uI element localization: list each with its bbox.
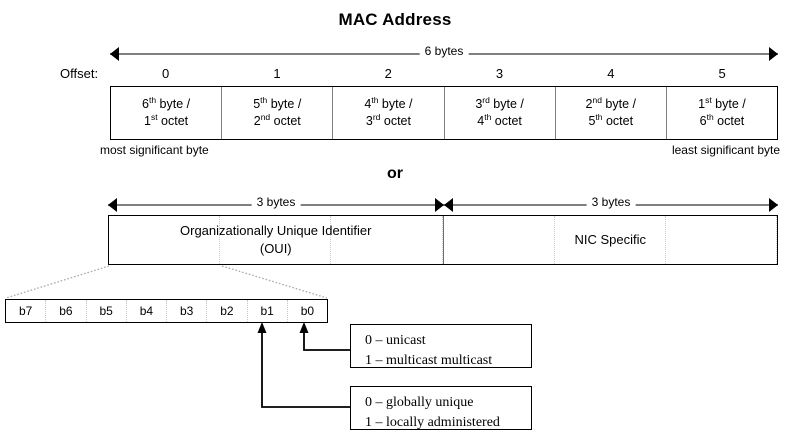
byte-cell-5: 1st byte / 6th octet (667, 87, 777, 139)
callout-unicast-line1: 0 – unicast (365, 333, 426, 348)
byte-cell-2-line2: 3rd octet (365, 111, 411, 128)
bit-cell-b1: b1 (248, 300, 288, 322)
mac-byte-table: 6th byte / 1st octet 5th byte / 2nd octe… (110, 86, 778, 140)
nic-byte-1 (555, 216, 666, 264)
arrow-head-left-icon (444, 198, 453, 212)
first-octet-bit-table: b7 b6 b5 b4 b3 b2 b1 b0 (5, 299, 328, 323)
arrow-head-right-icon (769, 198, 778, 212)
byte-cell-4-line2: 5th octet (588, 111, 634, 128)
arrow-head-b0-icon (299, 322, 309, 333)
arrow-head-right-icon (435, 198, 444, 212)
byte-cell-4: 2nd byte / 5th octet (556, 87, 667, 139)
byte-cell-0: 6th byte / 1st octet (111, 87, 223, 139)
byte-cell-2-line1: 4th byte / (364, 94, 413, 111)
byte-cell-0-line1: 6th byte / (142, 94, 191, 111)
bit-cell-b5: b5 (87, 300, 127, 322)
nic-block: NIC Specific (444, 216, 778, 264)
oui-byte-2 (331, 216, 443, 264)
measure-label: 3 bytes (586, 195, 636, 209)
oui-nic-table: Organizationally Unique Identifier (OUI)… (108, 215, 778, 265)
measure-arrow-6-bytes: 6 bytes (110, 44, 778, 61)
arrow-head-left-icon (108, 198, 117, 212)
bit-cell-b7: b7 (6, 300, 47, 322)
byte-cell-4-line1: 2nd byte / (585, 94, 636, 111)
byte-cell-1-line2: 2nd octet (253, 111, 301, 128)
or-label: or (387, 165, 403, 182)
expansion-line-left (5, 265, 110, 299)
byte-cell-5-line1: 1st byte / (698, 94, 746, 111)
callout-unicast-line2: 1 – multicast multicast (365, 353, 493, 368)
byte-cell-3-line2: 4th octet (477, 111, 522, 128)
offset-label: Offset: (60, 66, 99, 81)
offset-value-2: 2 (384, 66, 392, 81)
bit-cell-b0: b0 (300, 304, 315, 318)
callout-globally-unique: 0 – globally unique 1 – locally administ… (350, 386, 532, 430)
most-significant-byte-label: most significant byte (100, 143, 209, 157)
oui-block: Organizationally Unique Identifier (OUI) (109, 216, 444, 264)
measure-label: 6 bytes (419, 44, 469, 58)
bit-cell-b2: b2 (207, 300, 248, 322)
byte-cell-3-line1: 3rd byte / (475, 94, 524, 111)
bit-cell-b4: b4 (127, 300, 167, 322)
arrow-head-right-icon (769, 47, 778, 61)
expansion-line-right (221, 265, 328, 299)
bit-cell-b3: b3 (167, 300, 208, 322)
byte-cell-2: 4th byte / 3rd octet (333, 87, 445, 139)
arrow-head-b1-icon (257, 322, 267, 333)
connector-b0 (303, 330, 350, 351)
callout-global-line2: 1 – locally administered (365, 415, 500, 430)
arrow-head-left-icon (110, 47, 119, 61)
offset-value-1: 1 (273, 66, 281, 81)
offset-value-0: 0 (162, 66, 170, 81)
byte-cell-1-line1: 5th byte / (253, 94, 302, 111)
byte-cell-1: 5th byte / 2nd octet (222, 87, 334, 139)
offset-value-4: 4 (607, 66, 615, 81)
connector-b1 (261, 330, 350, 408)
byte-cell-3: 3rd byte / 4th octet (445, 87, 556, 139)
oui-byte-1 (220, 216, 332, 264)
byte-cell-0-line2: 1st octet (144, 111, 189, 128)
offset-value-5: 5 (718, 66, 726, 81)
nic-byte-2 (666, 216, 778, 264)
callout-global-line1: 0 – globally unique (365, 395, 474, 410)
page-title: MAC Address (338, 10, 452, 29)
offset-value-3: 3 (495, 66, 504, 81)
byte-cell-5-line2: 6th octet (699, 111, 745, 128)
measure-label: 3 bytes (251, 195, 301, 209)
oui-byte-0 (109, 216, 221, 264)
nic-byte-0 (444, 216, 555, 264)
measure-arrow-3-bytes-nic: 3 bytes (444, 195, 778, 212)
measure-arrow-3-bytes-oui: 3 bytes (108, 195, 444, 212)
bit-cell-b6: b6 (46, 300, 87, 322)
callout-unicast-multicast: 0 – unicast 1 – multicast multicast (350, 324, 532, 368)
least-significant-byte-label: least significant byte (671, 143, 780, 157)
